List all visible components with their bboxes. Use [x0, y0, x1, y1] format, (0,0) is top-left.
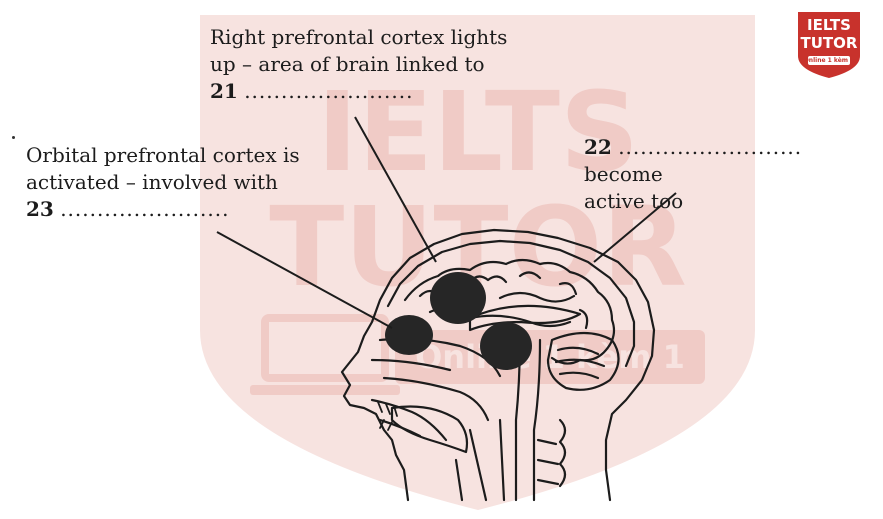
label-q23-line3: 23 .......................	[26, 196, 300, 223]
ielts-tutor-logo: IELTS TUTOR Online 1 kèm 1	[796, 10, 862, 80]
orbital-prefrontal-area	[385, 315, 433, 355]
answer-blank-22[interactable]: .........................	[618, 135, 802, 159]
logo-line1: IELTS	[796, 16, 862, 34]
label-q21-line1: Right prefrontal cortex lights	[210, 24, 507, 51]
question-number-22: 22	[584, 135, 612, 159]
logo-line2: TUTOR	[796, 34, 862, 52]
answer-blank-21[interactable]: .......................	[244, 79, 413, 103]
limbic-area	[480, 322, 532, 370]
logo-line3: Online 1 kèm 1	[796, 57, 862, 64]
question-number-23: 23	[26, 197, 54, 221]
leader-line-21	[355, 117, 436, 262]
question-number-21: 21	[210, 79, 238, 103]
label-q21-line3: 21 .......................	[210, 78, 507, 105]
answer-blank-23[interactable]: .......................	[60, 197, 229, 221]
label-q22-line1: 22 ......................... become	[584, 134, 883, 188]
label-q22: 22 ......................... become acti…	[584, 134, 883, 215]
label-q23-line2: activated – involved with	[26, 169, 300, 196]
label-q22-suffix: become	[584, 162, 663, 186]
tongue	[392, 407, 467, 453]
leader-line-23	[217, 232, 392, 328]
throat	[456, 420, 504, 500]
corpus-callosum	[470, 306, 580, 330]
label-q22-line2: active too	[584, 188, 883, 215]
label-q23-line1: Orbital prefrontal cortex is	[26, 142, 300, 169]
label-q21: Right prefrontal cortex lights up – area…	[210, 24, 507, 105]
vertebrae	[538, 420, 565, 486]
right-prefrontal-area	[430, 272, 486, 324]
label-q23: Orbital prefrontal cortex is activated –…	[26, 142, 300, 223]
stray-dot	[12, 136, 15, 139]
label-q21-line2: up – area of brain linked to	[210, 51, 507, 78]
